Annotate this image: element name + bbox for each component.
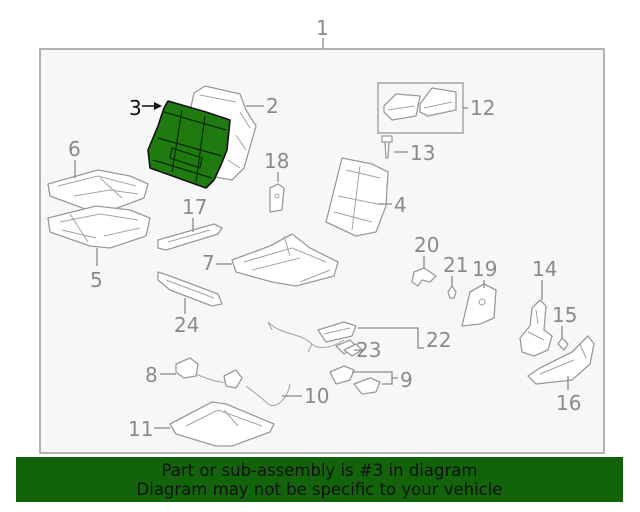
leader-3-arrow <box>154 102 162 110</box>
label-9: 9 <box>400 368 413 392</box>
part-12-headrests <box>383 87 457 121</box>
part-13-headrest-guide <box>381 135 393 159</box>
label-16: 16 <box>556 391 581 415</box>
part-9-connectors <box>329 365 381 395</box>
part-10-cable <box>245 383 291 406</box>
part-3-seatback-cover-highlighted <box>147 100 231 189</box>
part-21-pin <box>447 285 457 299</box>
banner-line-2: Diagram may not be specific to your vehi… <box>136 480 503 499</box>
label-21: 21 <box>443 253 468 277</box>
label-24: 24 <box>174 313 199 337</box>
part-14-recliner <box>519 299 553 357</box>
label-4: 4 <box>394 193 407 217</box>
banner-line-1: Part or sub-assembly is #3 in diagram <box>161 461 478 480</box>
part-11-bottom-cover <box>169 401 275 447</box>
part-24-trim-strip <box>157 271 223 307</box>
label-10: 10 <box>304 384 329 408</box>
label-20: 20 <box>414 233 439 257</box>
part-16-side-trim <box>527 335 595 385</box>
label-6: 6 <box>68 137 81 161</box>
label-1: 1 <box>316 16 329 40</box>
leader-22 <box>358 327 424 349</box>
part-4-seatback-panel <box>325 157 389 237</box>
part-18-clip <box>269 183 285 213</box>
assembly-frame <box>39 48 605 454</box>
label-18: 18 <box>264 149 289 173</box>
label-8: 8 <box>145 363 158 387</box>
part-15-knob <box>557 337 569 351</box>
part-17-bracket <box>157 223 223 251</box>
part-8-harness-bracket <box>175 357 243 389</box>
label-17: 17 <box>182 195 207 219</box>
label-19: 19 <box>472 257 497 281</box>
part-6-seat-cushion-upper <box>47 169 149 213</box>
label-2: 2 <box>266 94 279 118</box>
label-11: 11 <box>128 417 153 441</box>
label-22: 22 <box>426 328 451 352</box>
label-15: 15 <box>552 303 577 327</box>
part-20-small-bracket <box>411 267 437 287</box>
label-3: 3 <box>129 96 142 120</box>
part-5-seat-cushion-lower <box>47 205 151 249</box>
part-7-seat-frame <box>231 233 339 287</box>
notice-banner: Part or sub-assembly is #3 in diagram Di… <box>16 457 623 502</box>
label-14: 14 <box>532 257 557 281</box>
part-22-wiring-harness <box>267 321 357 353</box>
label-7: 7 <box>202 251 215 275</box>
label-13: 13 <box>410 141 435 165</box>
leader-9 <box>352 371 398 385</box>
label-5: 5 <box>90 268 103 292</box>
label-12: 12 <box>470 96 495 120</box>
